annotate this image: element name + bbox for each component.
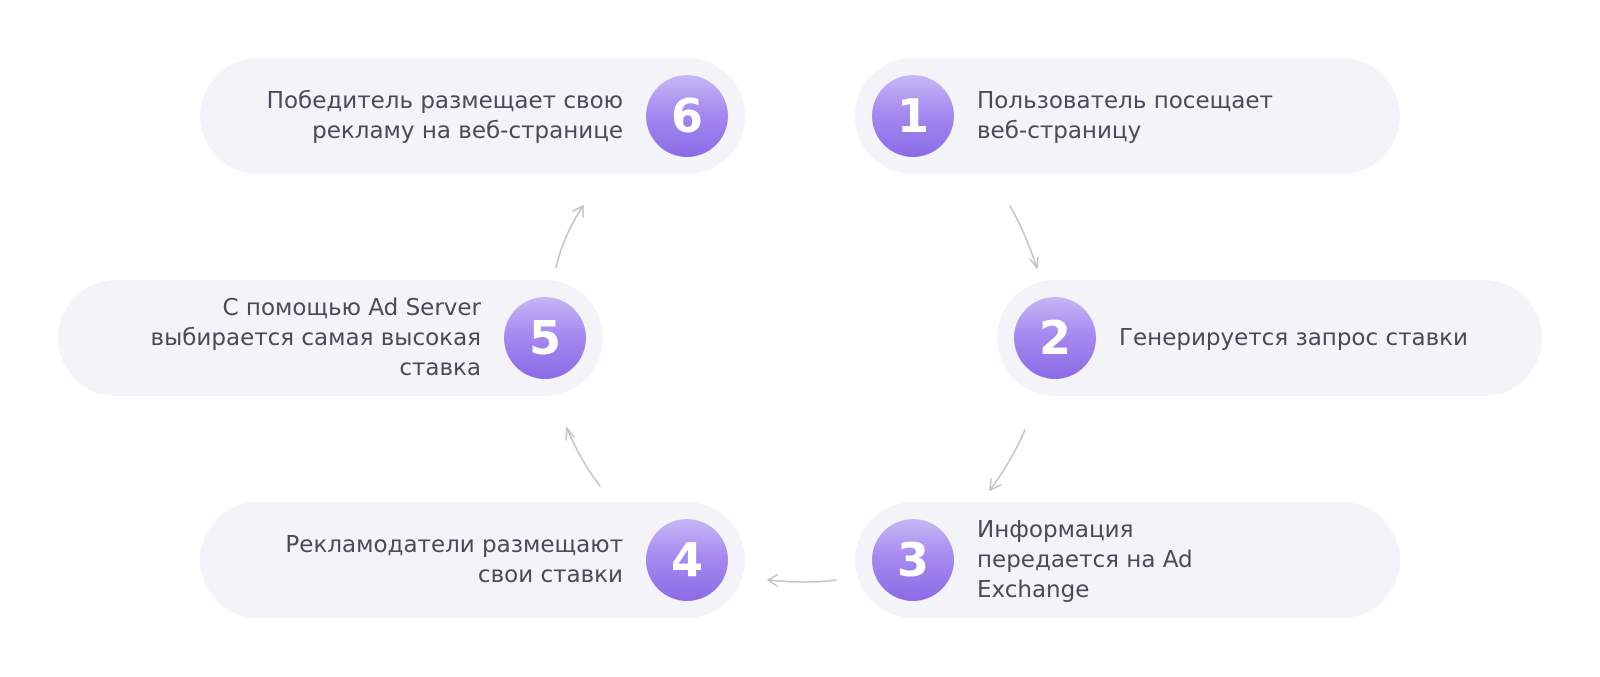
step-5-label-text: С помощью Ad Server выбирается самая выс… xyxy=(150,295,481,381)
step-3-label: Информация передается на Ad Exchange xyxy=(977,502,1370,618)
arrow-step-4-to-5 xyxy=(566,427,601,487)
step-1-label-text: Пользователь посещает веб-страницу xyxy=(977,88,1273,144)
step-5-number-badge: 5 xyxy=(504,297,586,379)
arrow-step-1-to-2 xyxy=(1009,205,1038,269)
step-1-label: Пользователь посещает веб-страницу xyxy=(977,58,1370,174)
step-3-label-text: Информация передается на Ad Exchange xyxy=(977,517,1193,603)
step-2-number-badge: 2 xyxy=(1014,297,1096,379)
step-2-label: Генерируется запрос ставки xyxy=(1119,280,1512,396)
arrow-step-5-to-6 xyxy=(555,205,584,269)
arrow-step-2-to-3-head xyxy=(989,478,1002,491)
arrow-step-4-to-5-head xyxy=(565,427,575,441)
step-1-number-badge: 1 xyxy=(872,75,954,157)
step-6-label: Победитель размещает свою рекламу на веб… xyxy=(220,58,623,174)
arrow-step-5-to-6-head xyxy=(572,205,584,218)
step-6-label-text: Победитель размещает свою рекламу на веб… xyxy=(266,88,623,144)
step-4-pill: 4 Рекламодатели размещают свои ставки xyxy=(200,502,745,618)
step-4-number-badge: 4 xyxy=(646,519,728,601)
arrow-step-3-to-4 xyxy=(767,579,837,583)
step-6-pill: 6 Победитель размещает свою рекламу на в… xyxy=(200,58,745,174)
step-3-number-badge: 3 xyxy=(872,519,954,601)
step-1-pill: 1 Пользователь посещает веб-страницу xyxy=(855,58,1400,174)
arrow-step-1-to-2-head xyxy=(1029,256,1039,269)
step-4-label: Рекламодатели размещают свои ставки xyxy=(220,502,623,618)
step-4-label-text: Рекламодатели размещают свои ставки xyxy=(285,532,623,588)
step-5-label: С помощью Ad Server выбирается самая выс… xyxy=(78,280,481,396)
step-5-pill: 5 С помощью Ad Server выбирается самая в… xyxy=(58,280,603,396)
arrow-step-3-to-4-head xyxy=(767,574,778,587)
step-2-label-text: Генерируется запрос ставки xyxy=(1119,325,1468,351)
step-2-pill: 2 Генерируется запрос ставки xyxy=(997,280,1542,396)
step-3-pill: 3 Информация передается на Ad Exchange xyxy=(855,502,1400,618)
step-6-number-badge: 6 xyxy=(646,75,728,157)
arrow-step-2-to-3 xyxy=(989,429,1026,491)
